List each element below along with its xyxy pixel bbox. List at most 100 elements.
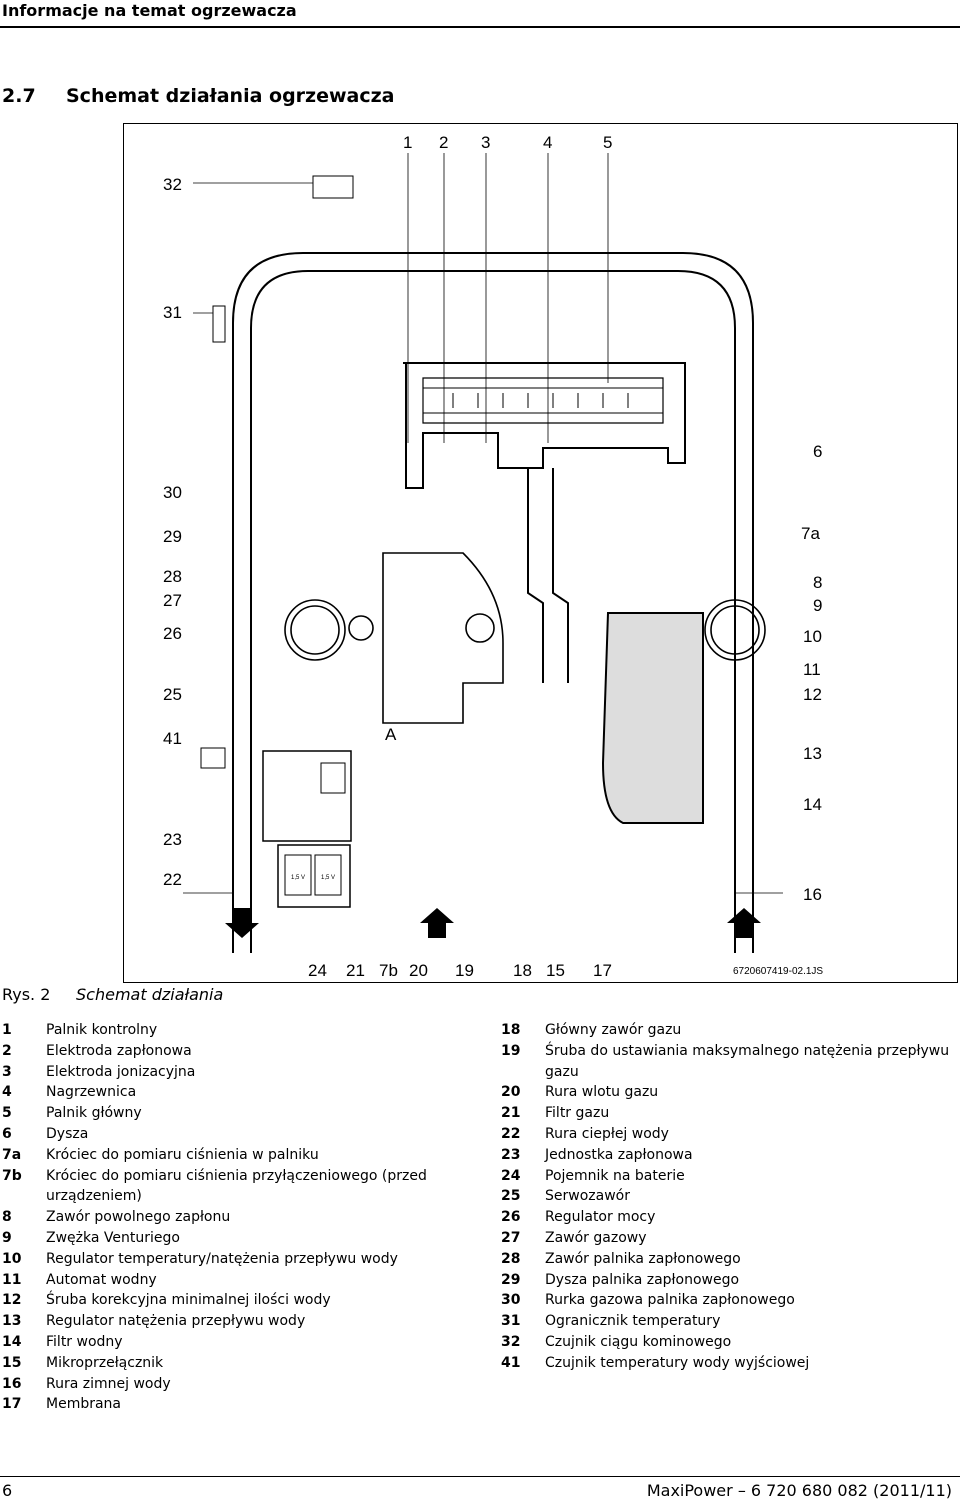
legend-text: Regulator natężenia przepływu wody — [46, 1313, 306, 1330]
legend-number: 32 — [501, 1333, 521, 1350]
legend-text: Rurka gazowa palnika zapłonowego — [545, 1292, 795, 1309]
legend-text: Palnik kontrolny — [46, 1022, 158, 1038]
caption-number: Rys. 2 — [2, 985, 51, 1004]
legend-item: 30 Rurka gazowa palnika zapłonowego — [501, 1290, 956, 1311]
water-temp-sensor — [200, 747, 226, 769]
gas-valve-body — [382, 552, 504, 724]
outer-pipe-loop — [232, 252, 754, 953]
legend-text: Zawór palnika zapłonowego — [545, 1250, 741, 1267]
legend-text: Króciec do pomiaru ciśnienia w palniku — [46, 1146, 319, 1163]
legend-text: Śruba do ustawiania maksymalnego natężen… — [545, 1042, 950, 1080]
legend-number: 14 — [2, 1333, 22, 1350]
gas-inlet-arrow — [420, 908, 454, 938]
caption-text: Schemat działania — [76, 985, 224, 1004]
fig-label-41: 41 — [163, 729, 182, 748]
cold-water-arrow — [727, 908, 761, 938]
legend-number: 7b — [2, 1167, 22, 1184]
legend-number: 18 — [501, 1022, 521, 1038]
fig-label-22: 22 — [163, 870, 182, 889]
figure-caption: Rys. 2 Schemat działania — [2, 985, 223, 1004]
temperature-knob — [704, 599, 766, 661]
legend-number: 31 — [501, 1313, 521, 1330]
fig-label-19: 19 — [455, 961, 474, 980]
legend-item: 18 Główny zawór gazu — [501, 1020, 956, 1041]
footer-document-id: MaxiPower – 6 720 680 082 (2011/11) — [646, 1481, 952, 1500]
fig-label-18: 18 — [513, 961, 532, 980]
section-number: 2.7 — [2, 85, 36, 107]
legend-number: 12 — [2, 1292, 22, 1309]
legend-text: Pojemnik na baterie — [545, 1167, 685, 1184]
legend-number: 8 — [2, 1209, 12, 1226]
legend-number: 29 — [501, 1271, 521, 1288]
legend-number: 28 — [501, 1250, 521, 1267]
legend-text: Palnik główny — [46, 1105, 142, 1122]
header-rule — [0, 26, 960, 28]
legend-text: Dysza — [46, 1125, 89, 1142]
schematic-drawing: 1,5 V 1,5 V 1 2 3 4 5 — [123, 123, 958, 983]
heater-chamber — [403, 362, 686, 489]
legend-text: Ogranicznik temperatury — [545, 1313, 721, 1330]
legend-number: 30 — [501, 1292, 521, 1309]
legend-text: Główny zawór gazu — [545, 1022, 682, 1038]
heater-schematic: 1,5 V 1,5 V 1 2 3 4 5 — [123, 123, 958, 983]
legend-text: Mikroprzełącznik — [46, 1354, 164, 1371]
legend-text: Elektroda jonizacyjna — [46, 1063, 196, 1080]
fig-label-5: 5 — [603, 133, 612, 152]
fig-label-7b: 7b — [379, 961, 398, 980]
legend-number: 6 — [2, 1125, 12, 1142]
legend-item: 1 Palnik kontrolny — [2, 1020, 442, 1041]
fig-label-a: A — [385, 725, 397, 744]
legend-text: Króciec do pomiaru ciśnienia przyłączeni… — [46, 1167, 427, 1205]
legend-number: 1 — [2, 1022, 12, 1038]
legend-item: 14 Filtr wodny — [2, 1332, 442, 1353]
legend-item: 7a Króciec do pomiaru ciśnienia w palniku — [2, 1145, 442, 1166]
temperature-limiter — [212, 305, 226, 343]
power-knob — [284, 599, 346, 661]
legend-number: 7a — [2, 1146, 22, 1163]
fig-label-26: 26 — [163, 624, 182, 643]
legend-number: 16 — [2, 1375, 22, 1392]
fig-label-27: 27 — [163, 591, 182, 610]
legend-text: Czujnik ciągu kominowego — [545, 1333, 732, 1350]
fig-label-6: 6 — [813, 442, 822, 461]
battery-box — [277, 844, 351, 908]
legend-text: Rura zimnej wody — [46, 1375, 171, 1392]
fig-label-2: 2 — [439, 133, 448, 152]
battery-label-2: 1,5 V — [321, 875, 335, 881]
fig-label-32: 32 — [163, 175, 182, 194]
legend-number: 9 — [2, 1229, 12, 1246]
fig-label-14: 14 — [803, 795, 822, 814]
legend-number: 15 — [2, 1354, 22, 1371]
fig-label-28: 28 — [163, 567, 182, 586]
fig-label-17: 17 — [593, 961, 612, 980]
legend-item: 16 Rura zimnej wody — [2, 1374, 442, 1395]
legend-text: Jednostka zapłonowa — [545, 1146, 693, 1163]
legend-item: 32 Czujnik ciągu kominowego — [501, 1332, 956, 1353]
fig-label-1: 1 — [403, 133, 412, 152]
fig-label-31: 31 — [163, 303, 182, 322]
legend-number: 26 — [501, 1209, 521, 1226]
legend-text: Filtr wodny — [46, 1333, 123, 1350]
water-valve-block — [601, 612, 704, 824]
fig-label-15: 15 — [546, 961, 565, 980]
fig-label-12: 12 — [803, 685, 822, 704]
legend-number: 20 — [501, 1084, 521, 1101]
fig-label-30: 30 — [163, 483, 182, 502]
fig-label-13: 13 — [803, 744, 822, 763]
legend-number: 41 — [501, 1354, 521, 1371]
fig-label-25: 25 — [163, 685, 182, 704]
legend-item: 7b Króciec do pomiaru ciśnienia przyłącze… — [2, 1166, 442, 1208]
